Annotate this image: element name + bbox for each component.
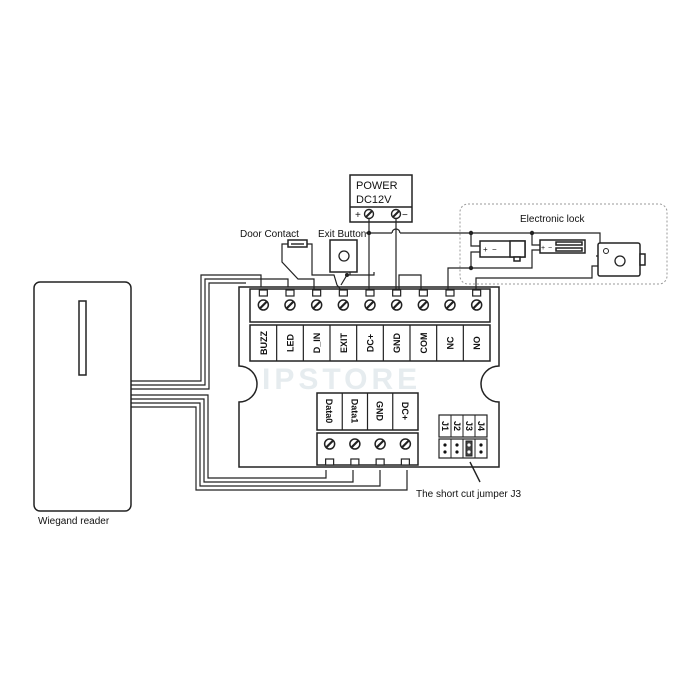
terminal-label-buzz: BUZZ — [259, 331, 269, 355]
terminal-slot — [258, 289, 268, 297]
bottom-terminal-label: DC+ — [400, 402, 410, 420]
terminal-label-din: D_IN — [312, 333, 322, 354]
controller-board: IPSTORE BUZZ LED D_IN EXIT DC+ GND COM NC NO Dat… — [238, 286, 500, 468]
power-supply: POWER DC12V + − — [349, 174, 413, 223]
magnet-minus: − — [548, 245, 552, 252]
wiegand-reader-label: Wiegand reader — [38, 516, 110, 527]
terminal-slot — [325, 458, 335, 466]
power-title: POWER — [356, 180, 398, 192]
terminal-label-gnd: GND — [392, 333, 402, 354]
terminal-slot — [365, 289, 375, 297]
exit-button — [329, 239, 358, 273]
magnet-plus: + — [541, 245, 545, 252]
terminal-slot — [392, 289, 402, 297]
door-contact-label: Door Contact — [240, 229, 299, 240]
terminal-slot — [472, 289, 482, 297]
jumper-label: J4 — [476, 421, 486, 431]
jumper-cap-j3 — [465, 440, 473, 457]
terminal-label-exit: EXIT — [339, 333, 349, 354]
jumper-label: J1 — [440, 421, 450, 431]
relay-plus: + — [483, 245, 488, 254]
lock-device — [597, 242, 646, 277]
door-contact — [287, 239, 308, 248]
bottom-terminal-label: GND — [375, 401, 385, 422]
terminal-label-dc: DC+ — [366, 334, 376, 352]
terminal-slot — [400, 458, 410, 466]
terminal-slot — [338, 289, 348, 297]
power-plus: + — [355, 210, 361, 221]
top-label-row — [249, 324, 491, 362]
lock-relay: + − — [479, 240, 526, 262]
bottom-terminal-label: Data1 — [349, 399, 359, 424]
wiegand-reader — [33, 281, 132, 512]
exit-button-label: Exit Button — [318, 229, 366, 240]
terminal-label-led: LED — [286, 333, 296, 352]
jumper-pointer — [469, 461, 481, 483]
power-voltage: DC12V — [356, 194, 392, 206]
terminal-label-com: COM — [419, 333, 429, 354]
terminal-slot — [418, 289, 428, 297]
terminal-slot — [285, 289, 295, 297]
jumper-label: J3 — [464, 421, 474, 431]
relay-minus: − — [492, 245, 497, 254]
watermark: IPSTORE — [262, 363, 421, 396]
jumper-note: The short cut jumper J3 — [416, 489, 521, 500]
jumper-label: J2 — [452, 421, 462, 431]
lock-magnet: + − — [539, 239, 586, 254]
reader-slot — [78, 300, 87, 376]
terminal-slot — [445, 289, 455, 297]
reader-wires — [131, 274, 408, 491]
bottom-terminal-label: Data0 — [324, 399, 334, 424]
power-minus: − — [402, 210, 408, 221]
terminal-slot — [312, 289, 322, 297]
terminal-slot — [375, 458, 385, 466]
terminal-label-no: NO — [472, 336, 482, 350]
electronic-lock-label: Electronic lock — [520, 214, 585, 225]
terminal-slot — [350, 458, 360, 466]
terminal-label-nc: NC — [446, 336, 456, 349]
